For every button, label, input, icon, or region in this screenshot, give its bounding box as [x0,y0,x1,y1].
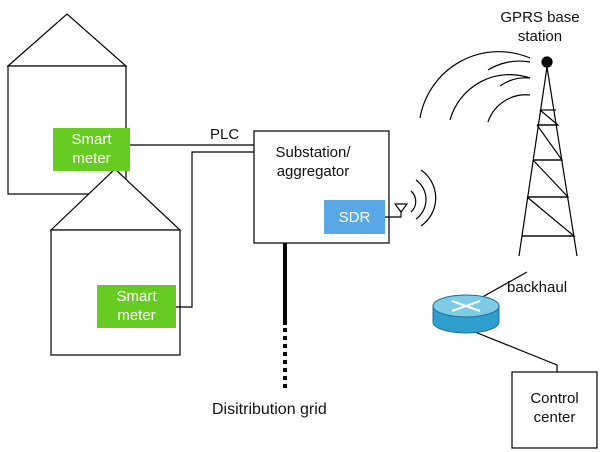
control-center-line2: center [533,409,576,426]
control-center-line1: Control [530,390,579,407]
plc-wiring [130,144,254,308]
substation-label: Substation/ aggregator [258,143,368,181]
router-icon [432,294,500,334]
control-center-label: Control center [512,389,597,427]
distribution-grid-label: Disitribution grid [212,401,327,418]
plc-label: PLC [210,126,240,143]
sdr-label: SDR [338,209,371,226]
smart-meter-2-box [97,285,176,328]
tower-waves [419,51,531,123]
gprs-label-line2: station [517,28,563,45]
gprs-label: GPRS base station [485,8,595,46]
smart-meter-1-label: Smart meter [53,130,130,168]
smart-meter-2-line2: meter [117,307,156,324]
smart-meter-1-line1: Smart [71,131,112,148]
substation-label-line2: aggregator [276,163,350,180]
radio-tower-icon [518,56,578,257]
gprs-label-line1: GPRS base [500,9,580,26]
substation-waves [410,169,437,227]
smart-meter-2-label: Smart meter [97,287,176,325]
control-center-box [511,371,598,449]
sdr-box [324,200,385,234]
smart-meter-1-line2: meter [72,150,111,167]
antenna-icon [385,203,409,218]
smart-meter-1-box [53,128,130,171]
smart-meter-2-line1: Smart [116,288,157,305]
substation-label-line1: Substation/ [275,144,351,161]
backhaul-label: backhaul [507,279,568,296]
